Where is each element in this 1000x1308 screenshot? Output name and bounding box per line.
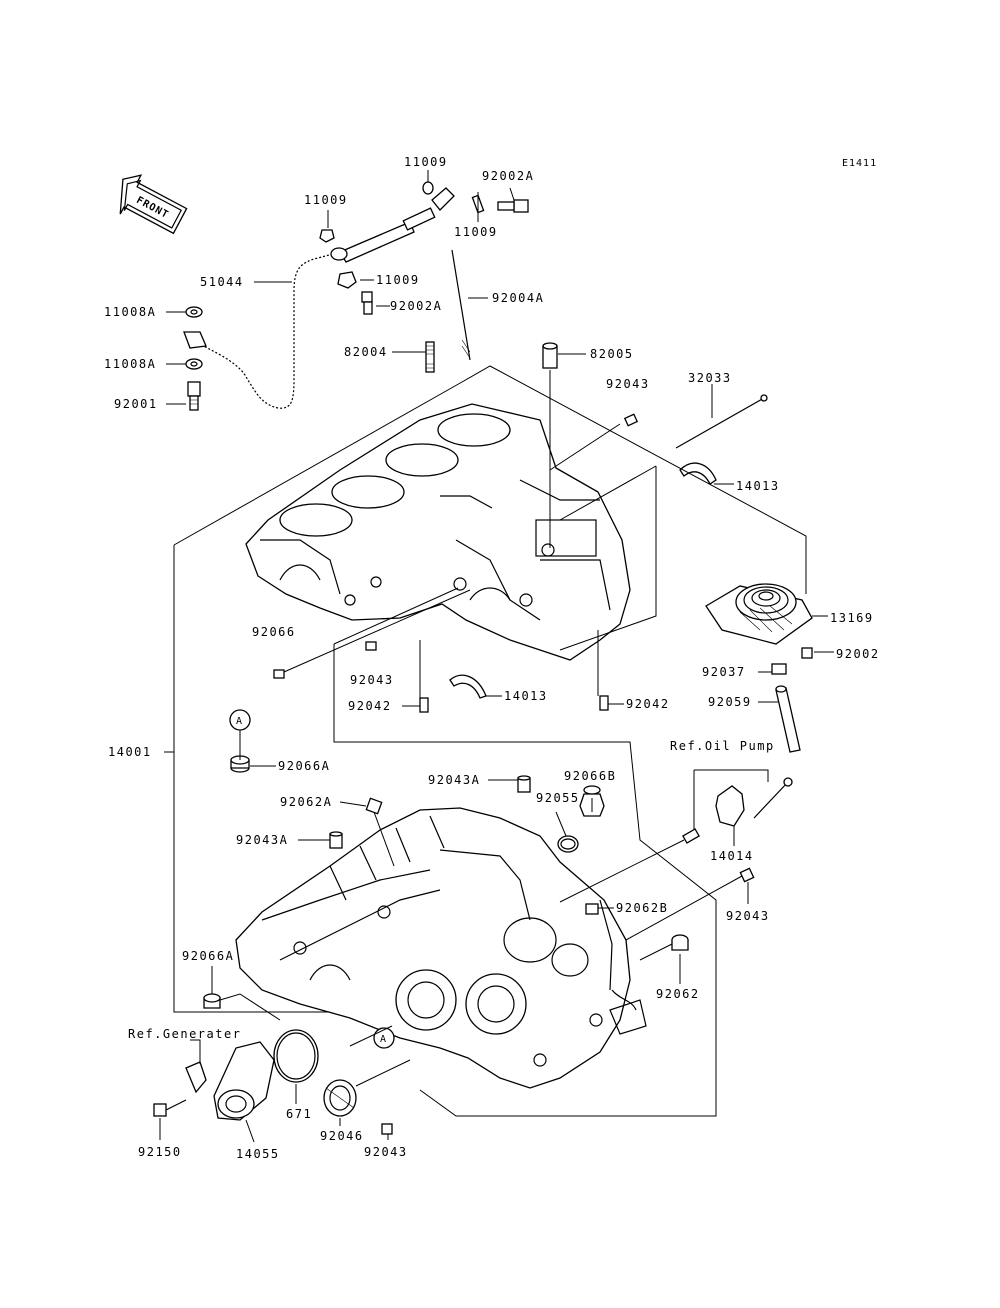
label-ref-oil-pump: Ref.Oil Pump — [670, 739, 775, 753]
bolt-92002-icon — [801, 647, 813, 659]
label-92004a: 92004A — [492, 291, 544, 305]
label-92066: 92066 — [252, 625, 296, 639]
seal-92046-icon — [323, 1079, 357, 1117]
diagram-code: E1411 — [842, 158, 877, 169]
washer-11009-b-icon — [319, 229, 335, 243]
marker-a-bottom: A — [373, 1027, 395, 1049]
label-82005: 82005 — [590, 347, 634, 361]
pin-92042-a-icon — [419, 697, 429, 713]
front-arrow-icon: FRONT — [119, 174, 188, 235]
label-92055: 92055 — [536, 791, 580, 805]
label-92043-b: 92043 — [350, 673, 394, 687]
oring-671-icon — [273, 1029, 319, 1083]
dowel-92043a-b-icon — [329, 831, 343, 849]
bolt-92002a-a-icon — [497, 199, 529, 213]
jet-92062a-icon — [365, 797, 383, 815]
label-11009-d: 11009 — [376, 273, 420, 287]
clamp-92037-icon — [771, 663, 787, 675]
bolt-92150-icon — [153, 1099, 187, 1117]
cover-14055-icon — [213, 1041, 275, 1121]
leader-lines — [159, 170, 834, 1143]
marker-a-bottom-label: A — [380, 1034, 387, 1045]
dowel-92043-d-icon — [381, 1123, 393, 1135]
label-92043-c: 92043 — [726, 909, 770, 923]
label-92002a-b: 92002A — [390, 299, 442, 313]
label-11008a-b: 11008A — [104, 357, 156, 371]
label-82004: 82004 — [344, 345, 388, 359]
label-92002: 92002 — [836, 647, 880, 661]
lower-crankcase-icon — [235, 807, 647, 1089]
bearing-14013-a-icon — [679, 462, 717, 485]
washer-11008a-a-icon — [185, 306, 203, 318]
label-92062: 92062 — [656, 987, 700, 1001]
label-11008a-a: 11008A — [104, 305, 156, 319]
label-51044: 51044 — [200, 275, 244, 289]
plug-92066-icon — [273, 669, 285, 679]
label-ref-generater: Ref.Generater — [128, 1027, 241, 1041]
label-92062b: 92062B — [616, 901, 668, 915]
label-92066a-b: 92066A — [182, 949, 234, 963]
label-14001: 14001 — [108, 745, 152, 759]
bolt-92001-icon — [187, 381, 201, 411]
label-92043-a: 92043 — [606, 377, 650, 391]
label-92059: 92059 — [708, 695, 752, 709]
label-92043a-a: 92043A — [428, 773, 480, 787]
label-92042-a: 92042 — [348, 699, 392, 713]
label-92042-b: 92042 — [626, 697, 670, 711]
dowel-82005-icon — [542, 342, 558, 369]
washer-11008a-b-icon — [185, 358, 203, 370]
label-11009-a: 11009 — [404, 155, 448, 169]
pin-92042-b-icon — [599, 695, 609, 711]
washer-11009-a-icon — [422, 181, 434, 195]
clamp-ref-generater-icon — [185, 1061, 207, 1094]
bolt-92002a-b-icon — [361, 291, 373, 315]
label-92150: 92150 — [138, 1145, 182, 1159]
upper-crankcase-icon — [245, 403, 631, 661]
label-92001: 92001 — [114, 397, 158, 411]
oil-hose-51044 — [183, 187, 455, 410]
plug-92066a-b-icon — [203, 993, 221, 1009]
dowel-92043-a-icon — [623, 413, 639, 427]
label-92046: 92046 — [320, 1129, 364, 1143]
stud-82004-icon — [425, 341, 435, 373]
rod-32033-icon — [675, 394, 768, 449]
label-92043a-b: 92043A — [236, 833, 288, 847]
marker-a-top-label: A — [236, 716, 243, 727]
bearing-14013-b-icon — [449, 674, 487, 699]
dowel-92043-c-icon — [739, 867, 755, 883]
label-92066a-a: 92066A — [278, 759, 330, 773]
hose-92059-icon — [775, 685, 801, 753]
oring-92055-icon — [557, 835, 579, 853]
dowel-92043a-a-icon — [517, 775, 531, 793]
oil-pump-ref-icon — [682, 777, 793, 844]
label-92037: 92037 — [702, 665, 746, 679]
label-671: 671 — [286, 1107, 312, 1121]
label-14013-b: 14013 — [504, 689, 548, 703]
label-32033: 32033 — [688, 371, 732, 385]
label-14014: 14014 — [710, 849, 754, 863]
cap-92062-icon — [671, 934, 689, 951]
marker-a-top: A — [229, 709, 251, 731]
label-92043-d: 92043 — [364, 1145, 408, 1159]
label-92062a: 92062A — [280, 795, 332, 809]
label-92002a-a: 92002A — [482, 169, 534, 183]
label-11009-c: 11009 — [454, 225, 498, 239]
label-92066b: 92066B — [564, 769, 616, 783]
washer-11009-d-icon — [337, 271, 357, 289]
label-14013-a: 14013 — [736, 479, 780, 493]
jet-92062b-icon — [585, 903, 599, 915]
label-14055: 14055 — [236, 1147, 280, 1161]
strainer-13169-icon — [705, 583, 813, 645]
dowel-92043-b-icon — [365, 641, 377, 651]
label-11009-b: 11009 — [304, 193, 348, 207]
label-13169: 13169 — [830, 611, 874, 625]
stud-92004a-icon — [451, 249, 471, 361]
